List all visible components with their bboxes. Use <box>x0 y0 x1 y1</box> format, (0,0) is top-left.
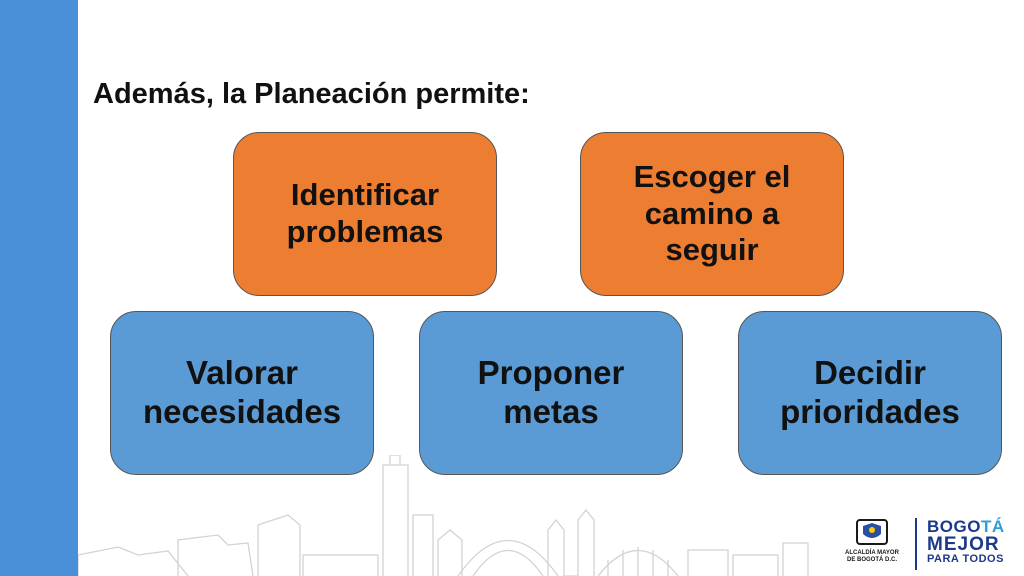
box-valorar-label: Valorar necesidades <box>142 354 342 430</box>
box-identificar-label: Identificar problemas <box>286 177 444 249</box>
coat-of-arms-icon <box>856 519 888 545</box>
box-decidir-label: Decidir prioridades <box>780 354 960 430</box>
box-decidir-prioridades: Decidir prioridades <box>738 311 1002 475</box>
left-accent-bar <box>0 0 78 576</box>
bogota-g: GO <box>953 517 981 536</box>
logo-divider <box>915 518 917 570</box>
bogota-ta: TÁ <box>980 517 1005 536</box>
alcaldia-line1: ALCALDÍA MAYOR <box>845 550 899 556</box>
box-escoger-label: Escoger el camino a seguir <box>633 159 791 268</box>
box-valorar-necesidades: Valorar necesidades <box>110 311 374 475</box>
slide-title: Además, la Planeación permite: <box>93 78 530 110</box>
para-todos-text: PARA TODOS <box>927 553 1004 565</box>
box-proponer-label: Proponer metas <box>477 354 625 430</box>
city-skyline-illustration <box>78 455 809 576</box>
mejor-text: MEJOR <box>927 534 1000 555</box>
bogota-mejor-logo: BOGOTÁ MEJOR PARA TODOS <box>927 518 1005 565</box>
box-identificar-problemas: Identificar problemas <box>233 132 497 296</box>
box-proponer-metas: Proponer metas <box>419 311 683 475</box>
bogota-b: BO <box>927 517 954 536</box>
alcaldia-line2: DE BOGOTÁ D.C. <box>846 556 897 563</box>
footer-logos: ALCALDÍA MAYOR DE BOGOTÁ D.C. BOGOTÁ MEJ… <box>835 510 1024 576</box>
box-escoger-camino: Escoger el camino a seguir <box>580 132 844 296</box>
